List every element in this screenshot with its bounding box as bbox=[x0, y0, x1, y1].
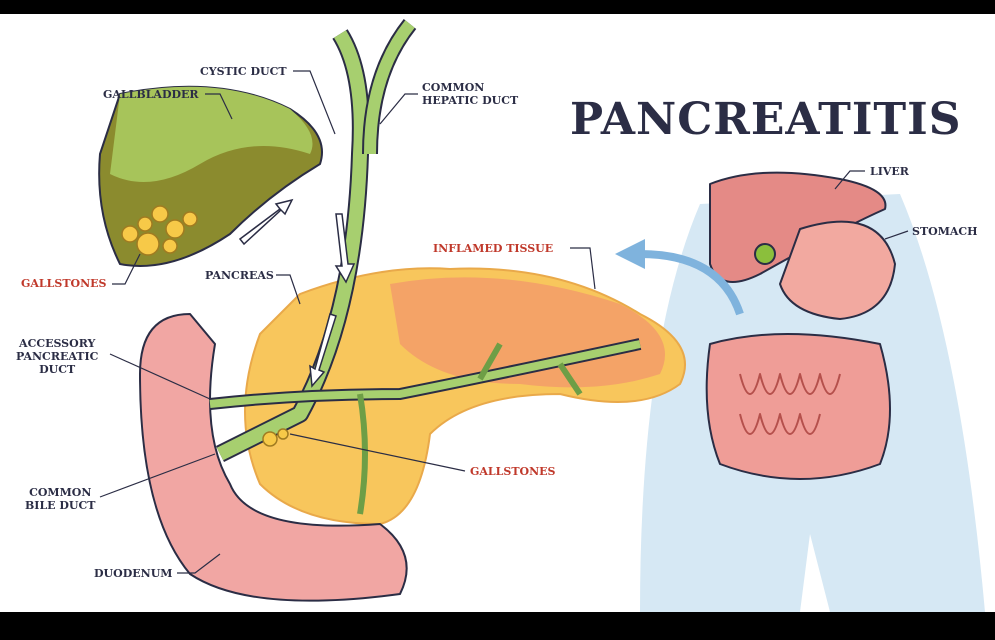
anatomy-drawing bbox=[98, 19, 985, 612]
arrow-icon bbox=[309, 313, 337, 388]
organ-gallbladder bbox=[754, 243, 776, 265]
pancreatitis-illustration: PANCREATITIS GALLBLADDER CYSTIC DUCT COM… bbox=[0, 14, 995, 612]
page-title: PANCREATITIS bbox=[570, 94, 962, 145]
arrow-icon bbox=[334, 213, 356, 284]
label-duodenum: DUODENUM bbox=[94, 567, 173, 580]
label-accessory-pancreatic-duct: ACCESSORY PANCREATIC DUCT bbox=[16, 337, 99, 376]
label-pancreas: PANCREAS bbox=[205, 269, 274, 282]
inflamed-arrow-icon bbox=[639, 250, 744, 316]
stomach bbox=[779, 220, 896, 320]
label-stomach: STOMACH bbox=[912, 225, 978, 238]
label-liver: LIVER bbox=[870, 165, 909, 178]
label-inflamed-tissue: INFLAMED TISSUE bbox=[433, 242, 554, 255]
label-common-bile-duct: COMMON BILE DUCT bbox=[25, 486, 96, 512]
label-gallstones-center: GALLSTONES bbox=[470, 465, 556, 478]
label-gallstones: GALLSTONES bbox=[21, 277, 107, 290]
gallstones-in-duct bbox=[262, 428, 289, 447]
gallstones-in-gallbladder bbox=[121, 205, 198, 256]
inflamed-tissue bbox=[390, 277, 665, 388]
arrow-icon bbox=[238, 198, 294, 246]
duodenum bbox=[139, 313, 408, 602]
small-intestine bbox=[705, 333, 891, 480]
label-gallbladder: GALLBLADDER bbox=[103, 88, 199, 101]
liver bbox=[709, 171, 887, 283]
label-common-hepatic-duct: COMMON HEPATIC DUCT bbox=[422, 81, 519, 107]
label-cystic-duct: CYSTIC DUCT bbox=[200, 65, 287, 78]
